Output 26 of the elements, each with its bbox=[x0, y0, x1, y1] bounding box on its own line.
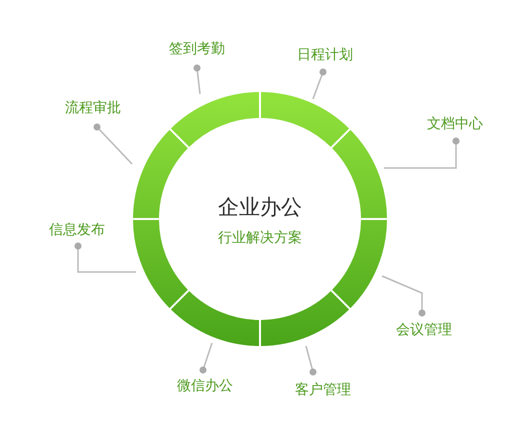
feature-label: 信息发布 bbox=[49, 221, 105, 239]
feature-label: 签到考勤 bbox=[169, 40, 225, 58]
ring-segment bbox=[332, 130, 387, 218]
ring-segment bbox=[332, 220, 387, 308]
title-text: 企业办公 bbox=[218, 194, 302, 221]
ring-segment bbox=[133, 220, 188, 308]
feature-label: 会议管理 bbox=[396, 321, 452, 339]
feature-label: 流程审批 bbox=[65, 99, 121, 117]
ring-segment bbox=[261, 92, 350, 147]
feature-label: 微信办公 bbox=[177, 377, 233, 395]
leader-line bbox=[382, 275, 426, 316]
feature-label: 客户管理 bbox=[295, 381, 351, 399]
feature-label: 文档中心 bbox=[427, 115, 483, 133]
leader-line bbox=[305, 346, 316, 376]
ring-segment bbox=[133, 130, 188, 218]
subtitle-text: 行业解决方案 bbox=[218, 229, 302, 247]
leader-line bbox=[74, 242, 136, 273]
ring-segment bbox=[261, 291, 350, 346]
ring-segment bbox=[170, 291, 259, 346]
leader-line bbox=[194, 64, 201, 94]
feature-label: 日程计划 bbox=[297, 46, 353, 64]
ring-segment bbox=[170, 92, 259, 147]
leader-line bbox=[200, 342, 213, 374]
leader-line bbox=[94, 124, 133, 165]
leader-line bbox=[384, 138, 460, 169]
leader-line bbox=[312, 68, 326, 100]
